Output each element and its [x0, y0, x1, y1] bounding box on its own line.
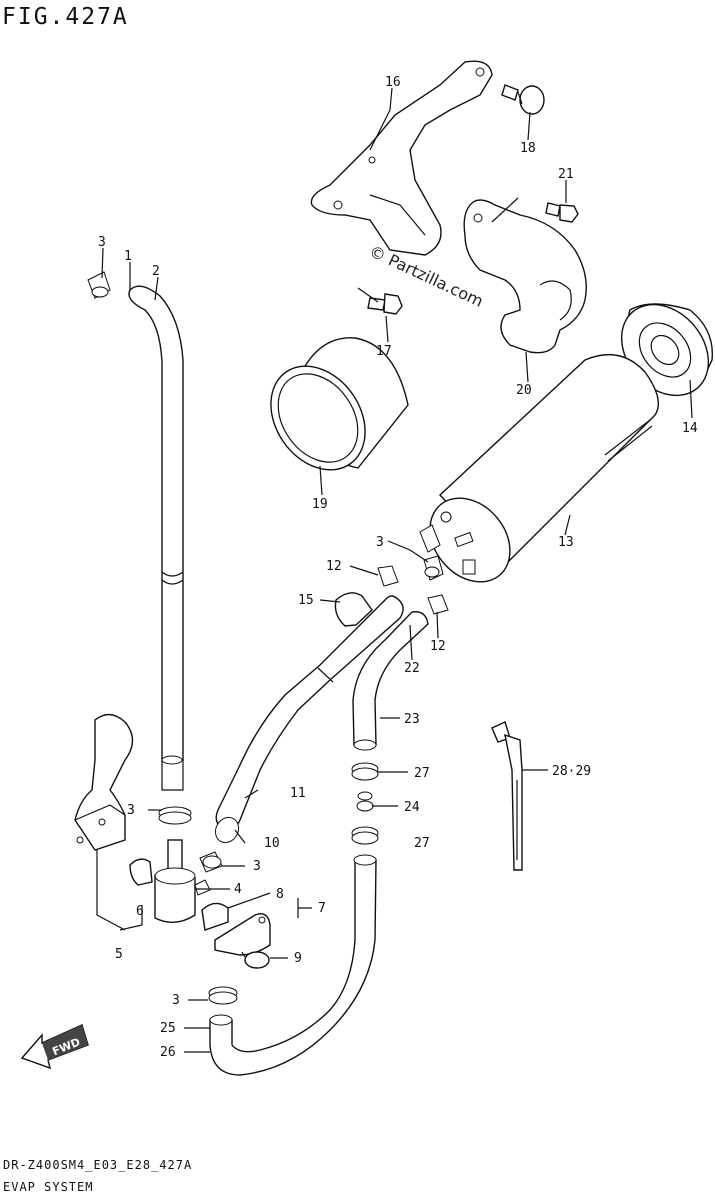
part-28-29-cable-tie[interactable] [491, 721, 523, 871]
part-13-canister[interactable] [414, 353, 659, 598]
part-9-screw[interactable] [241, 951, 270, 969]
callout-7: 7 [318, 901, 326, 916]
part-18-bolt[interactable] [501, 84, 545, 115]
callout-19: 19 [312, 497, 328, 512]
callout-2: 2 [152, 264, 160, 279]
callout-27: 27 [414, 766, 430, 781]
callout-13: 13 [558, 535, 574, 550]
callout-9: 9 [294, 951, 302, 966]
callout-11: 11 [290, 786, 306, 801]
callout-15: 15 [298, 593, 314, 608]
callout-3: 3 [127, 803, 135, 818]
part-6-clip[interactable] [129, 858, 153, 886]
figure-name: EVAP SYSTEM [3, 1180, 94, 1194]
figure-title: FIG.427A [2, 4, 129, 30]
part-3-clamp-top[interactable] [87, 271, 111, 299]
callouts: 3 1 2 16 18 21 17 20 14 19 13 3 12 15 12… [98, 75, 698, 1060]
part-15-cap[interactable] [334, 592, 373, 627]
callout-3: 3 [98, 235, 106, 250]
part-26-hose[interactable] [209, 854, 377, 1076]
part-8-clip[interactable] [201, 902, 271, 956]
part-3-clamp-canister[interactable] [423, 555, 444, 581]
callout-3: 3 [376, 535, 384, 550]
part-20-bracket[interactable] [463, 199, 587, 354]
callout-27: 27 [414, 836, 430, 851]
part-5-bracket[interactable] [74, 713, 134, 851]
part-2-hose[interactable] [128, 285, 184, 791]
part-24-joint[interactable] [356, 791, 374, 812]
part-4-valve[interactable] [154, 839, 211, 923]
part-19-cap[interactable] [251, 337, 409, 488]
part-16-bracket[interactable] [310, 60, 493, 256]
callout-17: 17 [376, 344, 392, 359]
callout-21: 21 [558, 167, 574, 182]
part-12-clip-lower[interactable] [427, 594, 449, 615]
callout-10: 10 [264, 836, 280, 851]
part-17-screw[interactable] [367, 293, 403, 315]
callout-4: 4 [234, 882, 242, 897]
callout-8: 8 [276, 887, 284, 902]
callout-14: 14 [682, 421, 698, 436]
callout-24: 24 [404, 800, 420, 815]
callout-28-29: 28·29 [552, 764, 591, 779]
part-3-clamp-bottom[interactable] [208, 986, 238, 1005]
figure-code: DR-Z400SM4_E03_E28_427A [3, 1158, 193, 1172]
callout-5: 5 [115, 947, 123, 962]
callout-18: 18 [520, 141, 536, 156]
callout-6: 6 [136, 904, 144, 919]
callout-20: 20 [516, 383, 532, 398]
callout-3: 3 [172, 993, 180, 1008]
callout-12: 12 [430, 639, 446, 654]
callout-22: 22 [404, 661, 420, 676]
leader-lines [96, 87, 693, 1053]
callout-1: 1 [124, 249, 132, 264]
part-27-clamp-lower[interactable] [351, 826, 379, 845]
part-12-clip-upper[interactable] [377, 565, 399, 587]
callout-16: 16 [385, 75, 401, 90]
callout-23: 23 [404, 712, 420, 727]
part-11-hose[interactable] [211, 595, 404, 847]
callout-12: 12 [326, 559, 342, 574]
part-3-clamp-valve[interactable] [199, 851, 223, 873]
callout-25: 25 [160, 1021, 176, 1036]
callout-26: 26 [160, 1045, 176, 1060]
part-27-clamp-upper[interactable] [351, 762, 379, 781]
part-22-23-hose[interactable] [352, 611, 429, 751]
part-3-clamp-mid[interactable] [158, 806, 192, 825]
callout-3: 3 [253, 859, 261, 874]
fwd-arrow-icon: FWD [20, 1024, 89, 1070]
part-21-bolt[interactable] [545, 202, 579, 223]
